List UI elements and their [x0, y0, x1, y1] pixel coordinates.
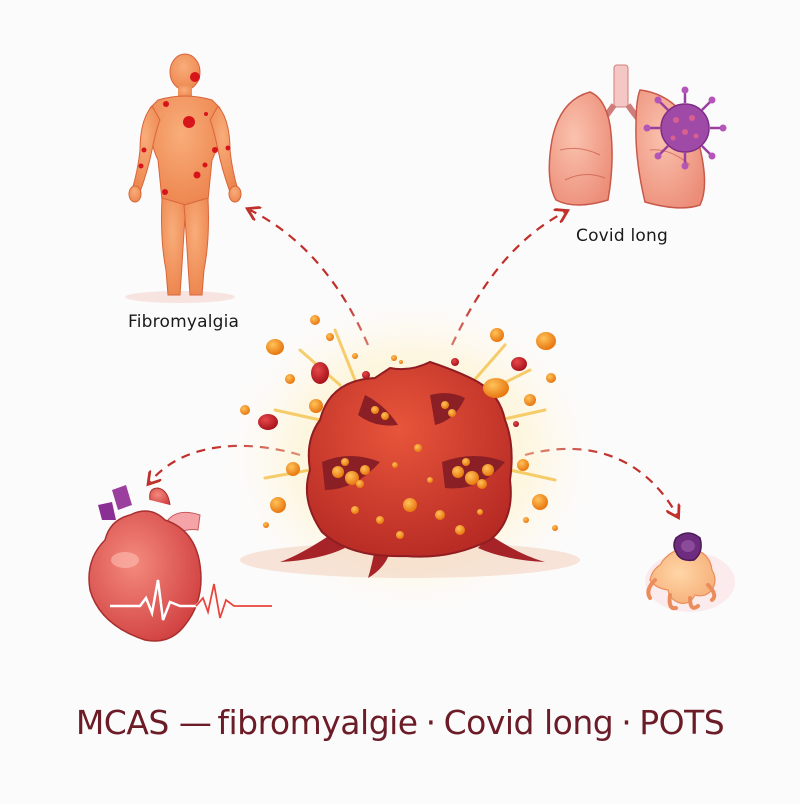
node-label-covid-long: Covid long — [576, 226, 668, 246]
neuron-cell-icon — [645, 532, 735, 612]
node-label-fibromyalgia: Fibromyalgia — [128, 312, 240, 332]
caption-covid-long: Covid long — [443, 703, 614, 742]
virus-icon — [643, 86, 727, 170]
mast-cell-degranulating-icon — [212, 285, 612, 625]
caption-mcas: MCAS — [75, 703, 170, 742]
caption-separator: · — [425, 703, 437, 742]
lungs-virus-icon — [548, 64, 727, 209]
diagram-caption: MCAS—fibromyalgie·Covid long·POTS — [0, 703, 800, 742]
caption-separator: · — [621, 703, 632, 742]
heart-ecg-icon — [88, 485, 272, 642]
caption-dash: — — [178, 703, 212, 742]
caption-pots: POTS — [639, 703, 725, 742]
human-body-pain-points-icon — [125, 53, 242, 303]
caption-fibromyalgie: fibromyalgie — [217, 703, 418, 742]
